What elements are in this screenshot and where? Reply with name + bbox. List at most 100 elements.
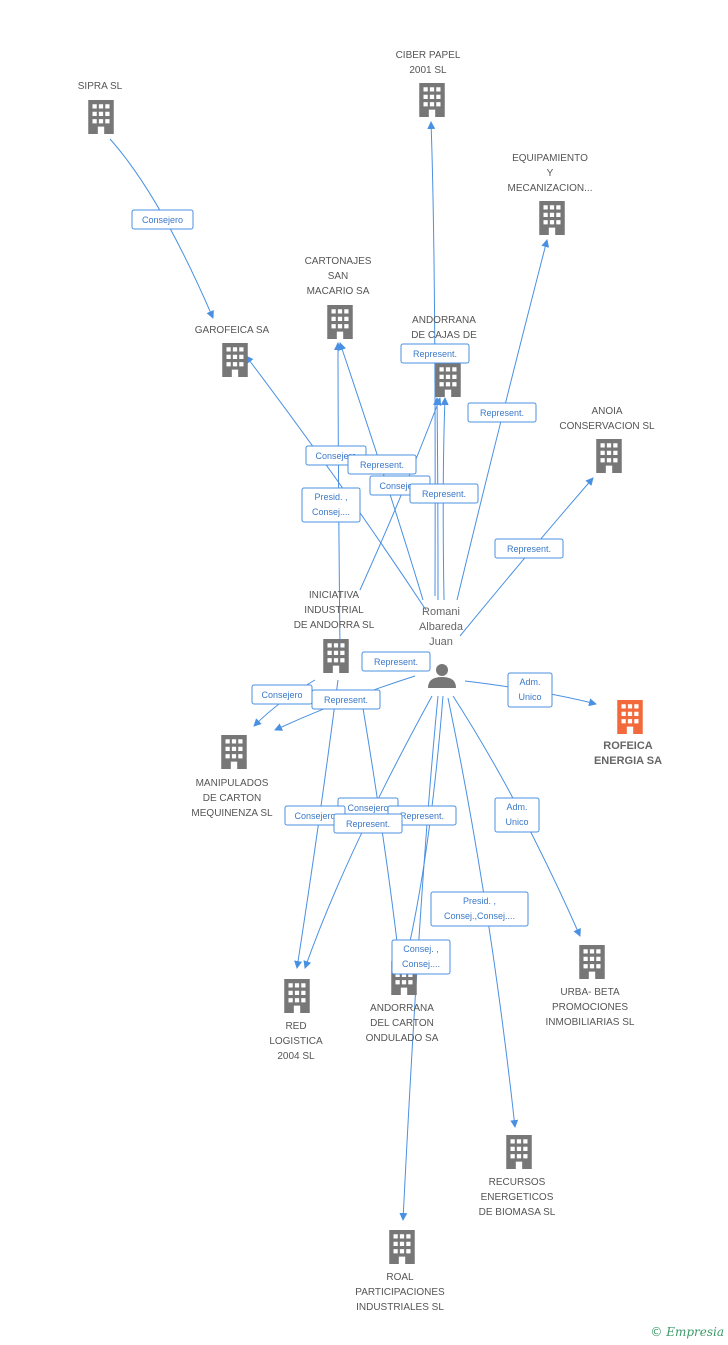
copyright-symbol: ©: [650, 1325, 663, 1339]
edge-label-l19[interactable]: Presid. , Consej.,Consej....: [430, 891, 529, 927]
company-name-line: DE CAJAS DE: [411, 330, 477, 341]
edge-label-line: Unico: [518, 692, 541, 702]
company-node-garofeica[interactable]: GAROFEICA SA: [195, 325, 270, 377]
edge-label-l17[interactable]: Represent.: [387, 805, 457, 826]
edge-label-l1[interactable]: Consejero: [131, 209, 194, 230]
company-name-line: ROFEICA: [603, 740, 653, 752]
company-name-line: DE BIOMASA SL: [479, 1207, 556, 1218]
edge-label-line: Represent.: [324, 695, 368, 705]
company-node-andorrana-cajas[interactable]: ANDORRANA DE CAJAS DE: [411, 315, 477, 397]
edge-label-line: Represent.: [346, 819, 390, 829]
person-name-line: Albareda: [419, 621, 464, 633]
edge-label-l5[interactable]: Represent.: [347, 454, 417, 475]
company-name: GAROFEICA SA: [195, 325, 270, 336]
company-name-line: GAROFEICA SA: [195, 325, 270, 336]
edge-label-l7[interactable]: Represent.: [409, 483, 479, 504]
edge-label-l11[interactable]: Adm.Unico: [507, 672, 553, 708]
edge-label-text: Consejero: [261, 690, 302, 700]
edge-label-text: Represent.: [360, 460, 404, 470]
edge-label-line: Consejero: [142, 215, 183, 225]
edge-label-box: [347, 454, 417, 475]
building-icon: [419, 83, 445, 117]
edge-label-text: Adm.Unico: [518, 677, 541, 702]
edge-label-box: [361, 651, 431, 672]
company-node-rofeica[interactable]: ROFEICA ENERGIA SA: [594, 700, 662, 767]
edge-label-l16[interactable]: Consejero: [284, 805, 346, 826]
edge-label-l20[interactable]: Consej. ,Consej....: [391, 939, 451, 975]
company-name-line: 2004 SL: [277, 1051, 315, 1062]
building-icon: [617, 700, 643, 734]
building-icon: [435, 363, 461, 397]
company-name-line: SIPRA SL: [78, 81, 123, 92]
edge-label-box: [507, 672, 553, 708]
edge-label-l18[interactable]: Represent.: [333, 813, 403, 834]
company-name-line: ENERGIA SA: [594, 755, 662, 767]
building-icon: [327, 305, 353, 339]
edge-label-box: [131, 209, 194, 230]
edge-label-text: Represent.: [346, 819, 390, 829]
edge-label-text: Represent.: [324, 695, 368, 705]
edge-label-l3[interactable]: Represent.: [467, 402, 537, 423]
edge-label-l2[interactable]: Represent.: [400, 343, 470, 364]
edge-label-l12[interactable]: Consejero: [251, 684, 313, 705]
company-name-line: INMOBILIARIAS SL: [546, 1017, 635, 1028]
company-name: ROFEICA ENERGIA SA: [594, 740, 662, 767]
edge-label-l9[interactable]: Represent.: [494, 538, 564, 559]
edge-label-text: Represent.: [422, 489, 466, 499]
company-name-line: URBA- BETA: [560, 987, 620, 998]
brand-logo[interactable]: © Empresia: [650, 1325, 724, 1339]
edge-label-line: Represent.: [480, 408, 524, 418]
company-name-line: LOGISTICA: [269, 1036, 323, 1047]
edge-label-text: Consejero: [347, 803, 388, 813]
edge-label-l8[interactable]: Presid. ,Consej....: [301, 487, 361, 523]
edge-label-text: Presid. ,Consej....: [312, 492, 350, 517]
company-name-line: DE CARTON: [203, 793, 262, 804]
edge-label-line: Consejero: [379, 481, 420, 491]
edge-label-text: Consejero: [379, 481, 420, 491]
relation-edge-2: [427, 121, 436, 597]
person-icon-body: [428, 677, 456, 688]
company-name-line: MEQUINENZA SL: [191, 808, 273, 819]
relation-edge-3: [456, 239, 550, 601]
company-name-line: MACARIO SA: [307, 286, 370, 297]
edge-label-line: Consej....: [402, 959, 440, 969]
company-name-line: DEL CARTON: [370, 1018, 434, 1029]
edge-label-text: Represent.: [400, 811, 444, 821]
edge-label-line: Consejero: [294, 811, 335, 821]
company-name-line: ANDORRANA: [412, 315, 476, 326]
edge-label-box: [430, 891, 529, 927]
edge-label-text: Represent.: [413, 349, 457, 359]
edge-label-line: Presid. ,: [463, 896, 496, 906]
company-node-sipra[interactable]: SIPRA SL: [78, 81, 123, 134]
edge-label-box: [494, 797, 540, 833]
edge-label-line: Consej.,Consej....: [444, 911, 515, 921]
edge-label-l14[interactable]: Adm.Unico: [494, 797, 540, 833]
edge-label-line: Consejero: [261, 690, 302, 700]
edge-label-text: Consej. ,Consej....: [402, 944, 440, 969]
company-name-line: ANDORRANA: [370, 1003, 434, 1014]
edge-label-l13[interactable]: Represent.: [311, 689, 381, 710]
company-name-line: MECANIZACION...: [507, 183, 592, 194]
relation-edge-14: [303, 695, 433, 969]
edge-label-l10[interactable]: Represent.: [361, 651, 431, 672]
